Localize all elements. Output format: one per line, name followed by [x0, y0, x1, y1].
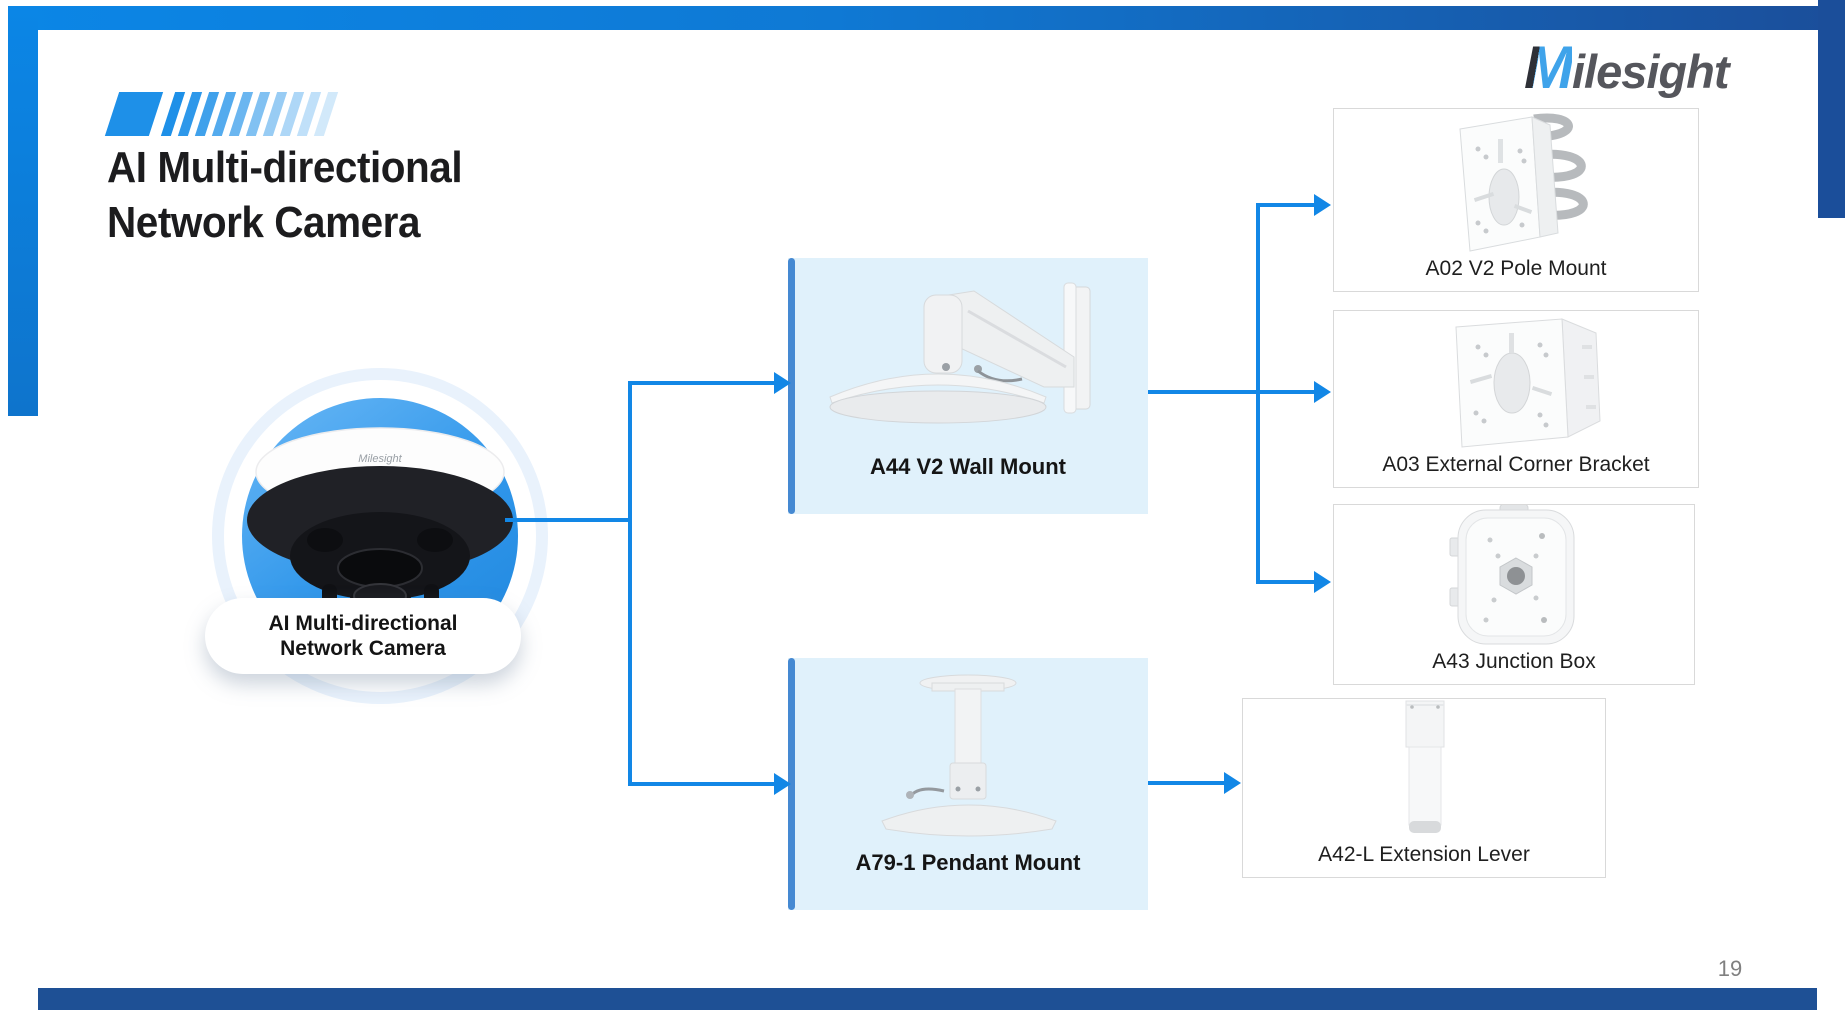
- connector-to-a79: [628, 782, 776, 786]
- camera-label: AI Multi-directional Network Camera: [268, 611, 458, 660]
- mount-card-a79-pendant-mount: A79-1 Pendant Mount: [788, 658, 1148, 910]
- a03-corner-bracket-graphic: [1455, 318, 1601, 448]
- camera-label-pill: AI Multi-directional Network Camera: [205, 598, 521, 674]
- accessory-label-a02: A02 V2 Pole Mount: [1425, 257, 1607, 280]
- page-number: 19: [1717, 956, 1743, 981]
- a42l-extension-lever-image: [1243, 699, 1605, 841]
- arrow-into-a03: [1314, 381, 1331, 403]
- connector-a79-out: [1148, 781, 1226, 785]
- mount-accent-bar: [788, 658, 795, 910]
- multi-directional-camera-image: Milesight: [247, 427, 513, 622]
- arrow-into-a44: [774, 372, 791, 394]
- slash-block: [104, 92, 164, 136]
- a43-junction-box-image: [1334, 505, 1694, 648]
- frame-right-bar: [1818, 0, 1845, 218]
- connector-to-a02: [1256, 203, 1316, 207]
- connector-to-a43: [1256, 580, 1316, 584]
- accessory-card-a42l-extension-lever: A42-L Extension Lever: [1242, 698, 1606, 878]
- mount-accent-bar: [788, 258, 795, 514]
- a44-wall-mount-graphic: [829, 282, 1091, 424]
- arrow-into-a43: [1314, 571, 1331, 593]
- accessory-label-a43: A43 Junction Box: [1432, 650, 1596, 673]
- a03-corner-bracket-image: [1334, 311, 1698, 451]
- a44-wall-mount-image: [788, 258, 1148, 454]
- connector-to-a03: [1260, 390, 1316, 394]
- a02-pole-mount-graphic: [1459, 113, 1588, 252]
- accessory-label-a03: A03 External Corner Bracket: [1382, 453, 1650, 476]
- logo-wordmark: ilesight: [1571, 45, 1730, 98]
- connector-camera: [505, 518, 630, 522]
- a79-pendant-mount-graphic: [881, 674, 1057, 837]
- accessory-card-a02-pole-mount: A02 V2 Pole Mount: [1333, 108, 1699, 292]
- a42l-extension-lever-graphic: [1405, 700, 1445, 833]
- logo-m-glyph: M: [1524, 34, 1574, 101]
- a79-pendant-mount-image: [788, 658, 1148, 850]
- a02-pole-mount-image: [1334, 109, 1698, 255]
- frame-left-bar: [8, 6, 38, 416]
- mount-card-a44-wall-mount: A44 V2 Wall Mount: [788, 258, 1148, 514]
- connector-a44-out: [1148, 390, 1258, 394]
- page-title: AI Multi-directional Network Camera: [107, 143, 463, 247]
- slash-decoration: [104, 92, 339, 136]
- a43-junction-box-graphic: [1449, 505, 1575, 645]
- arrow-into-a02: [1314, 194, 1331, 216]
- footer-bar: [38, 988, 1817, 1010]
- mount-label-a79: A79-1 Pendant Mount: [855, 850, 1081, 875]
- arrow-into-a42l: [1224, 772, 1241, 794]
- frame-top-bar: [8, 6, 1845, 30]
- milesight-logo: Milesight: [1524, 38, 1730, 99]
- mount-label-a44: A44 V2 Wall Mount: [870, 454, 1066, 479]
- accessory-card-a03-corner-bracket: A03 External Corner Bracket: [1333, 310, 1699, 488]
- accessory-card-a43-junction-box: A43 Junction Box: [1333, 504, 1695, 685]
- camera-brand-text: Milesight: [358, 453, 402, 465]
- connector-accessory-vertical: [1256, 203, 1260, 584]
- connector-main-vertical: [628, 381, 632, 786]
- connector-to-a44: [628, 381, 776, 385]
- accessory-label-a42l: A42-L Extension Lever: [1318, 843, 1530, 866]
- arrow-into-a79: [774, 773, 791, 795]
